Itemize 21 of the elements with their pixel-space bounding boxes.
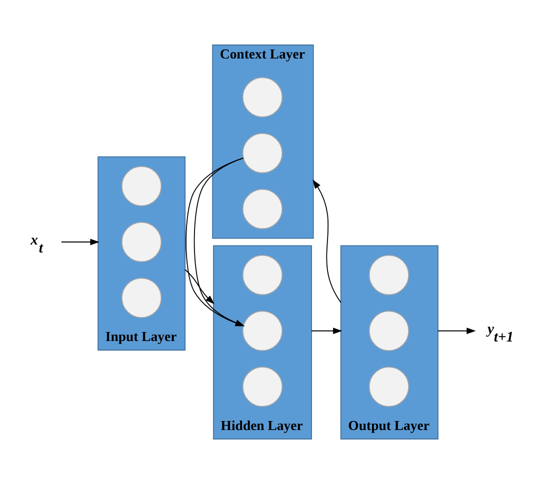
node-circle [121,222,162,262]
cluster: Input Layer [98,156,186,351]
cluster: Context Layer [212,44,314,239]
node-circle [121,278,162,318]
node-circle [242,366,283,407]
node-circle [242,77,283,118]
node-circle [242,188,283,230]
node-circle [368,254,410,296]
node-circle [368,366,410,407]
node-circle [242,254,283,296]
arrow [311,328,342,334]
node-circle [242,132,283,174]
node-circle [368,310,410,352]
arrow [184,269,214,304]
node-circle [242,310,283,352]
node-circle [121,166,162,206]
arrow [61,238,100,246]
arrow [312,179,342,303]
cluster: Output Layer [340,245,438,440]
cluster: Hidden Layer [213,245,312,440]
arrow [438,328,476,334]
